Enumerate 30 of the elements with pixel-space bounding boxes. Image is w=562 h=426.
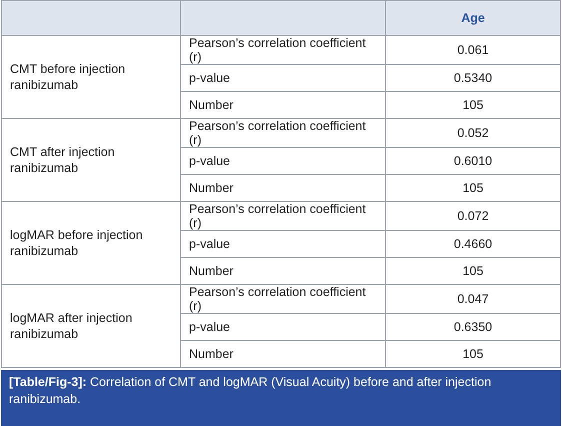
measure-label: Pearson’s correlation coefficient (r) [180,284,386,314]
value: 105 [386,340,560,368]
row-header: CMT after injection ranibizumab [2,118,180,202]
measure-label: p-value [180,314,386,340]
row-header: logMAR before injection ranibizumab [2,202,180,284]
measure-label: Pearson’s correlation coefficient (r) [180,202,386,230]
measure-label: Pearson’s correlation coefficient (r) [180,36,386,64]
measure-label: p-value [180,230,386,258]
measure-label: Pearson’s correlation coefficient (r) [180,118,386,148]
measure-label: Number [180,174,386,202]
value: 0.6350 [386,314,560,340]
value: 105 [386,258,560,284]
value: 0.052 [386,118,560,148]
value: 105 [386,92,560,118]
value: 0.061 [386,36,560,64]
value: 0.6010 [386,148,560,174]
column-header: Age [386,0,560,36]
value: 0.047 [386,284,560,314]
measure-label: p-value [180,148,386,174]
measure-label: Number [180,258,386,284]
value: 105 [386,174,560,202]
measure-label: p-value [180,64,386,92]
measure-label: Number [180,340,386,368]
measure-label: Number [180,92,386,118]
value: 0.5340 [386,64,560,92]
table-caption: [Table/Fig-3]: Correlation of CMT and logMAR (Visual Acuity) before and after injection ranibizumab. [1,370,561,426]
value: 0.072 [386,202,560,230]
row-header: logMAR after injection ranibizumab [2,284,180,368]
value: 0.4660 [386,230,560,258]
row-header: CMT before injection ranibizumab [2,36,180,118]
